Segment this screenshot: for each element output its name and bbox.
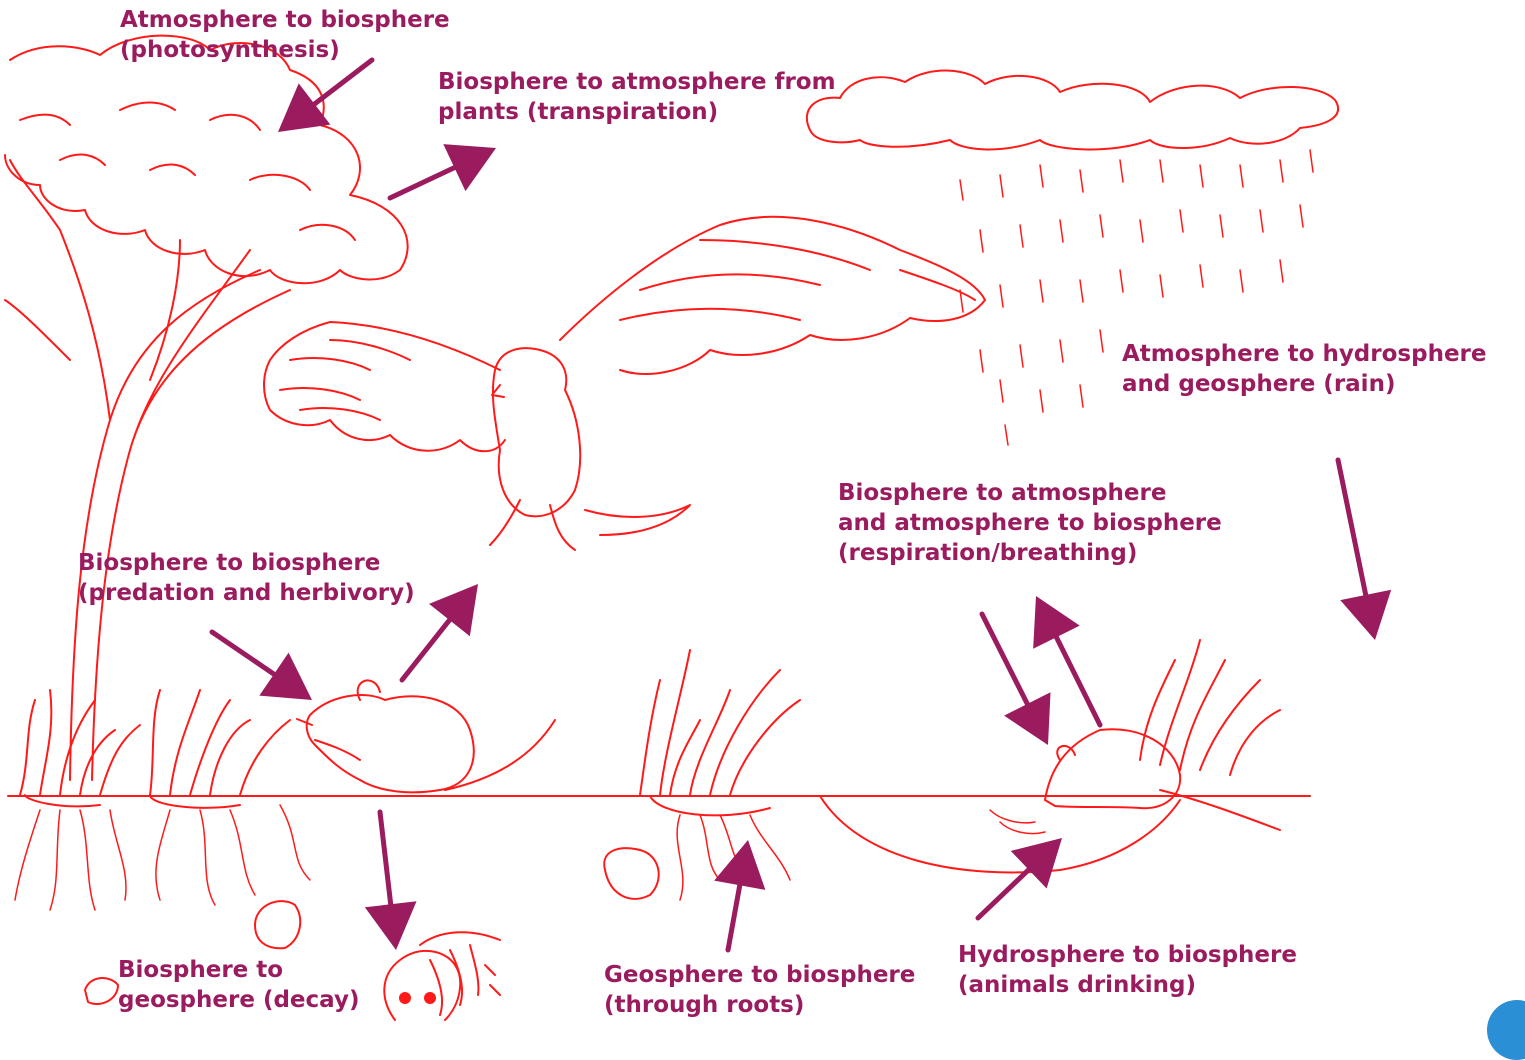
arrow-rain-shaft [1338,460,1366,595]
rock-1 [604,848,658,899]
arrow-roots-head [714,840,765,890]
mouse-illustration [297,680,555,792]
label-predation-line-1: Biosphere to biosphere [78,548,415,578]
mouse-body [297,680,555,792]
label-photosynthesis-line-2: (photosynthesis) [120,35,450,65]
label-roots: Geosphere to biosphere (through roots) [604,960,915,1020]
arrow-respiration-in-shaft [982,614,1027,704]
arrow-drinking-shaft [978,870,1029,918]
grass-right [1140,640,1280,775]
tree-illustration [5,36,408,780]
arrow-photosynthesis-shaft [315,60,372,104]
label-photosynthesis-line-1: Atmosphere to biosphere [120,5,450,35]
cloud-outline [807,71,1338,150]
label-respiration-line-3: (respiration/breathing) [838,538,1222,568]
label-drinking-line-1: Hydrosphere to biosphere [958,940,1297,970]
arrow-predation-out-head [429,584,478,636]
grass-middle [640,650,800,815]
grass-left [20,690,290,808]
roots-illustration [15,805,790,910]
label-roots-line-2: (through roots) [604,990,915,1020]
label-rain-line-1: Atmosphere to hydrosphere [1122,339,1487,369]
arrow-rain-head [1340,590,1391,640]
label-transpiration: Biosphere to atmosphere from plants (tra… [438,67,836,127]
label-respiration-line-1: Biosphere to atmosphere [838,478,1222,508]
label-decay-line-1: Biosphere to [118,955,359,985]
label-predation: Biosphere to biosphere (predation and he… [78,548,415,608]
arrow-transpiration-shaft [390,168,454,198]
rock-2 [255,901,300,948]
arrow-transpiration [390,144,496,198]
arrow-predation-in-shaft [212,632,274,674]
arrow-predation-in [212,632,312,700]
eagle-left-wing [264,322,505,451]
label-respiration: Biosphere to atmosphere and atmosphere t… [838,478,1222,568]
label-transpiration-line-1: Biosphere to atmosphere from [438,67,836,97]
rain-streaks [960,150,1313,445]
label-roots-line-1: Geosphere to biosphere [604,960,915,990]
arrow-drinking [978,838,1062,918]
arrow-decay-head [365,901,417,950]
diagram-illustration [0,0,1525,1034]
arrow-roots [714,840,765,950]
arrow-predation-in-head [259,653,312,700]
label-rain-line-2: and geosphere (rain) [1122,369,1487,399]
arrow-roots-shaft [728,885,740,950]
skeleton-right-eye [424,992,436,1004]
label-transpiration-line-2: plants (transpiration) [438,97,836,127]
skeleton-body [384,932,500,1020]
tree-trunk [5,160,290,780]
arrow-predation-out-shaft [402,620,449,680]
label-drinking-line-2: (animals drinking) [958,970,1297,1000]
water-cycle-diagram: Atmosphere to biosphere (photosynthesis)… [0,0,1525,1034]
label-decay-line-2: geosphere (decay) [118,985,359,1015]
grass-tufts-illustration [20,640,1280,815]
label-respiration-line-2: and atmosphere to biosphere [838,508,1222,538]
label-photosynthesis: Atmosphere to biosphere (photosynthesis) [120,5,450,65]
eagle-body [490,348,690,550]
pond-ripples [990,810,1045,834]
arrow-decay [365,812,417,950]
label-predation-line-2: (predation and herbivory) [78,578,415,608]
rat-body [1045,729,1280,830]
label-decay: Biosphere to geosphere (decay) [118,955,359,1015]
label-drinking: Hydrosphere to biosphere (animals drinki… [958,940,1297,1000]
skeleton-left-eye [399,992,411,1004]
rock-3 [85,978,118,1004]
eagle-right-wing [560,217,985,374]
arrow-photosynthesis-head [278,83,330,132]
rat-illustration [1045,729,1280,830]
label-rain: Atmosphere to hydrosphere and geosphere … [1122,339,1487,399]
arrow-respiration-out-shaft [1056,637,1100,725]
roots-left [15,805,310,910]
skeleton-illustration [384,932,500,1020]
arrow-rain [1338,460,1391,640]
arrow-decay-shaft [380,812,391,904]
